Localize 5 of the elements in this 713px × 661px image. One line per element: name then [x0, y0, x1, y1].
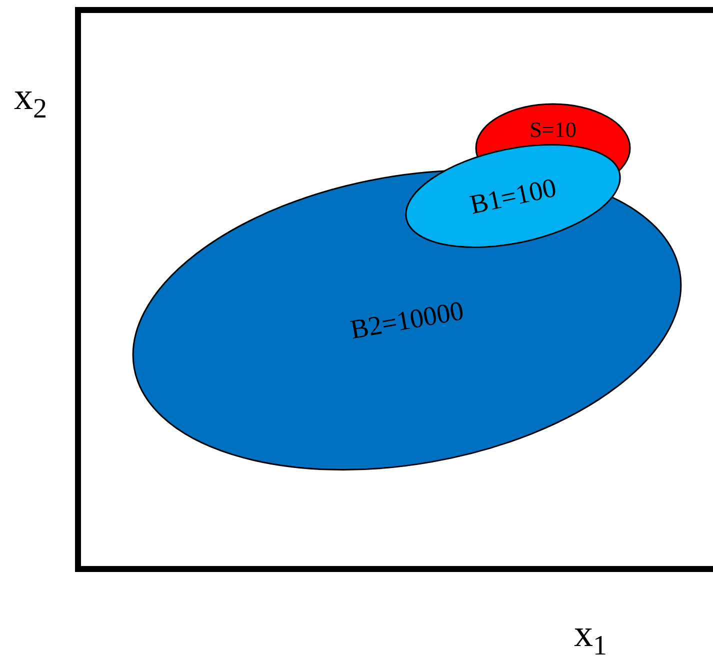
- ellipse-label: B1=100: [468, 174, 558, 218]
- ellipse-label: S=10: [530, 119, 576, 141]
- axis-label: x$_{2}$: [14, 78, 47, 124]
- axis-label: x$_{1}$: [574, 615, 607, 660]
- ellipse-label: B2=10000: [348, 296, 466, 344]
